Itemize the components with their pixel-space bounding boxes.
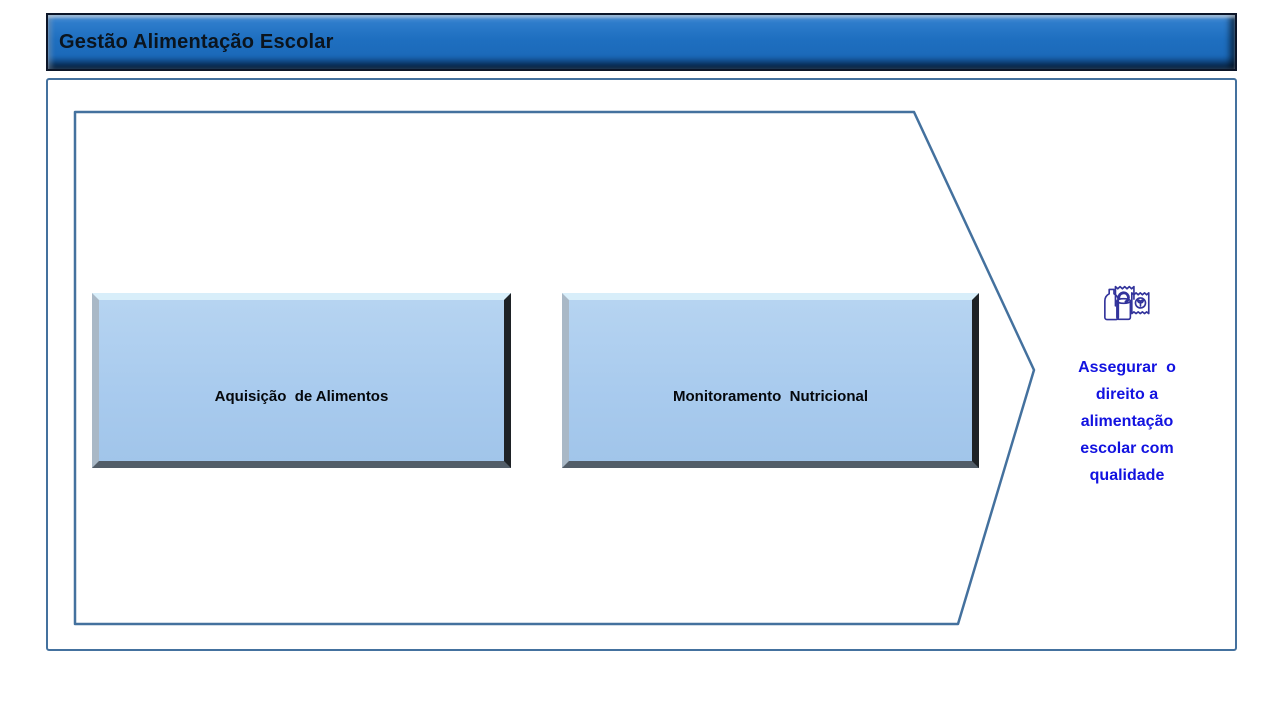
diagram-header-bar: Gestão Alimentação Escolar [46, 13, 1237, 71]
value-chain-arrow [73, 110, 1036, 626]
groceries-icon [1104, 285, 1150, 321]
process-box-monitoramento-nutricional[interactable]: Monitoramento Nutricional [562, 293, 979, 468]
process-label: Aquisição de Alimentos [214, 388, 389, 405]
process-box-aquisicao-de-alimentos[interactable]: Aquisição de Alimentos [92, 293, 511, 468]
process-label: Monitoramento Nutricional [673, 388, 868, 405]
goal-text: Assegurar o direito a alimentação escola… [1078, 359, 1176, 484]
goal-section: Assegurar o direito a alimentação escola… [1062, 276, 1192, 489]
diagram-title: Gestão Alimentação Escolar [59, 30, 334, 53]
